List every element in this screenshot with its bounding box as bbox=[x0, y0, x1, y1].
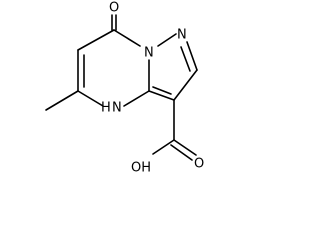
bond-c5-n4 bbox=[77, 90, 104, 107]
atom-nh-hydrogen: H bbox=[101, 101, 111, 116]
bond-carboxyl-oh bbox=[152, 139, 175, 155]
atom-hydroxyl: OH bbox=[131, 161, 151, 176]
atom-nh-nitrogen: N bbox=[112, 101, 122, 116]
atom-ring-nitrogen-top: N bbox=[177, 28, 187, 43]
bond-n1-c2 bbox=[186, 41, 198, 71]
bond-n8-c7 bbox=[113, 29, 141, 47]
bond-carboxyl-o-1 bbox=[173, 139, 197, 156]
bond-n1-c2-inner bbox=[180, 46, 191, 72]
atom-carbonyl-oxygen: O bbox=[109, 1, 119, 16]
bond-c3-c3a-inner bbox=[152, 86, 172, 95]
atom-acid-oxygen: O bbox=[194, 157, 204, 172]
bonds bbox=[45, 14, 198, 161]
bond-n4-c3a bbox=[123, 90, 150, 107]
atom-bridge-nitrogen: N bbox=[144, 46, 154, 61]
bond-c5-methyl bbox=[45, 90, 79, 111]
bond-c7-c6 bbox=[77, 29, 115, 51]
bond-c2-c3 bbox=[173, 69, 198, 101]
bond-c3-c3a bbox=[148, 90, 175, 101]
bond-carboxyl-o-2 bbox=[170, 144, 193, 161]
atom-labels: O N N N H O OH bbox=[101, 1, 204, 176]
bond-n8-n1 bbox=[157, 33, 177, 47]
molecule-structure: O N N N H O OH bbox=[45, 1, 204, 176]
